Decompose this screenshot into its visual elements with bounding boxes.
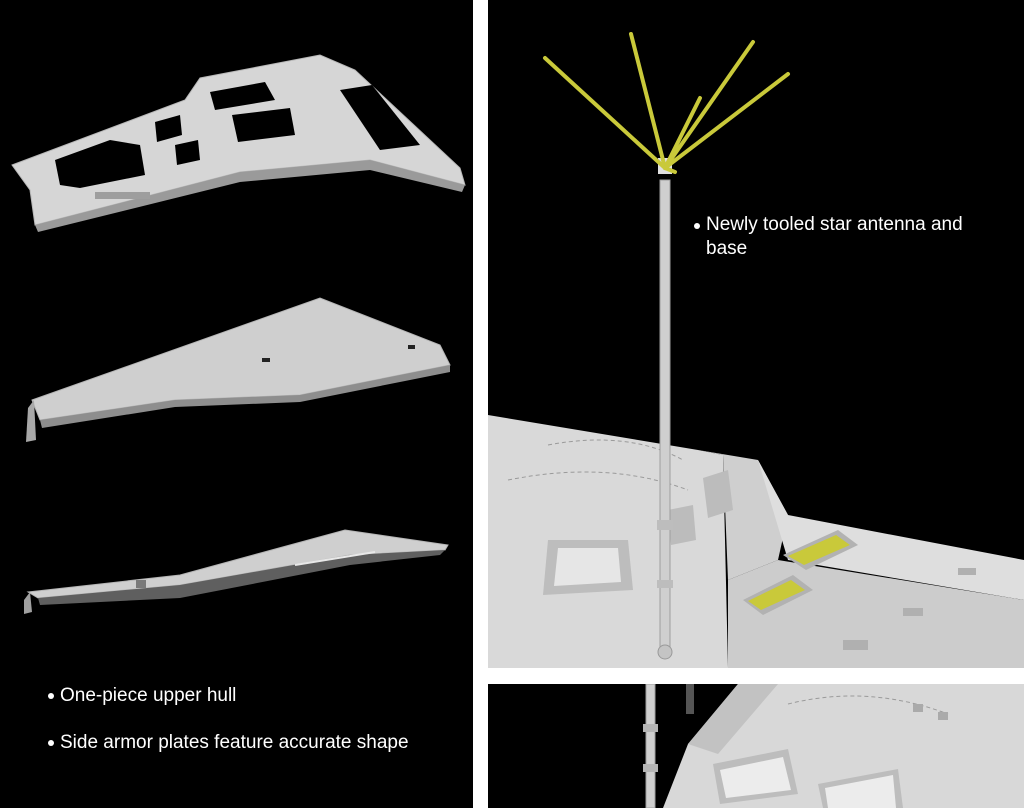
side-armor-plate-bottom [24,529,449,614]
side-armor-plate-top [26,297,451,442]
left-panel: One-piece upper hull Side armor plates f… [0,0,473,808]
caption-side-armor-text: Side armor plates feature accurate shape [60,732,409,753]
caption-upper-hull: One-piece upper hull [48,684,236,708]
right-top-panel: Newly tooled star antenna and base [488,0,1024,668]
caption-antenna: Newly tooled star antenna and base [694,213,994,261]
bullet-icon [48,692,54,699]
caption-side-armor: Side armor plates feature accurate shape [48,731,409,755]
turret-detail-model [663,684,1024,808]
bullet-icon [694,223,700,229]
vehicle-hull-model [488,415,1024,668]
upper-hull-model [11,54,466,232]
antenna-mast-detail [643,684,658,808]
caption-antenna-line1: Newly tooled star antenna and [706,214,963,235]
antenna-illustration [488,32,1024,668]
star-antenna [543,32,790,174]
antenna-mast [657,158,673,660]
left-illustration [11,54,466,614]
right-bottom-panel [488,684,1024,808]
turret-detail-illustration [643,684,1024,808]
caption-antenna-line2: base [706,238,748,259]
caption-upper-hull-text: One-piece upper hull [60,685,237,706]
bullet-icon [48,739,54,746]
